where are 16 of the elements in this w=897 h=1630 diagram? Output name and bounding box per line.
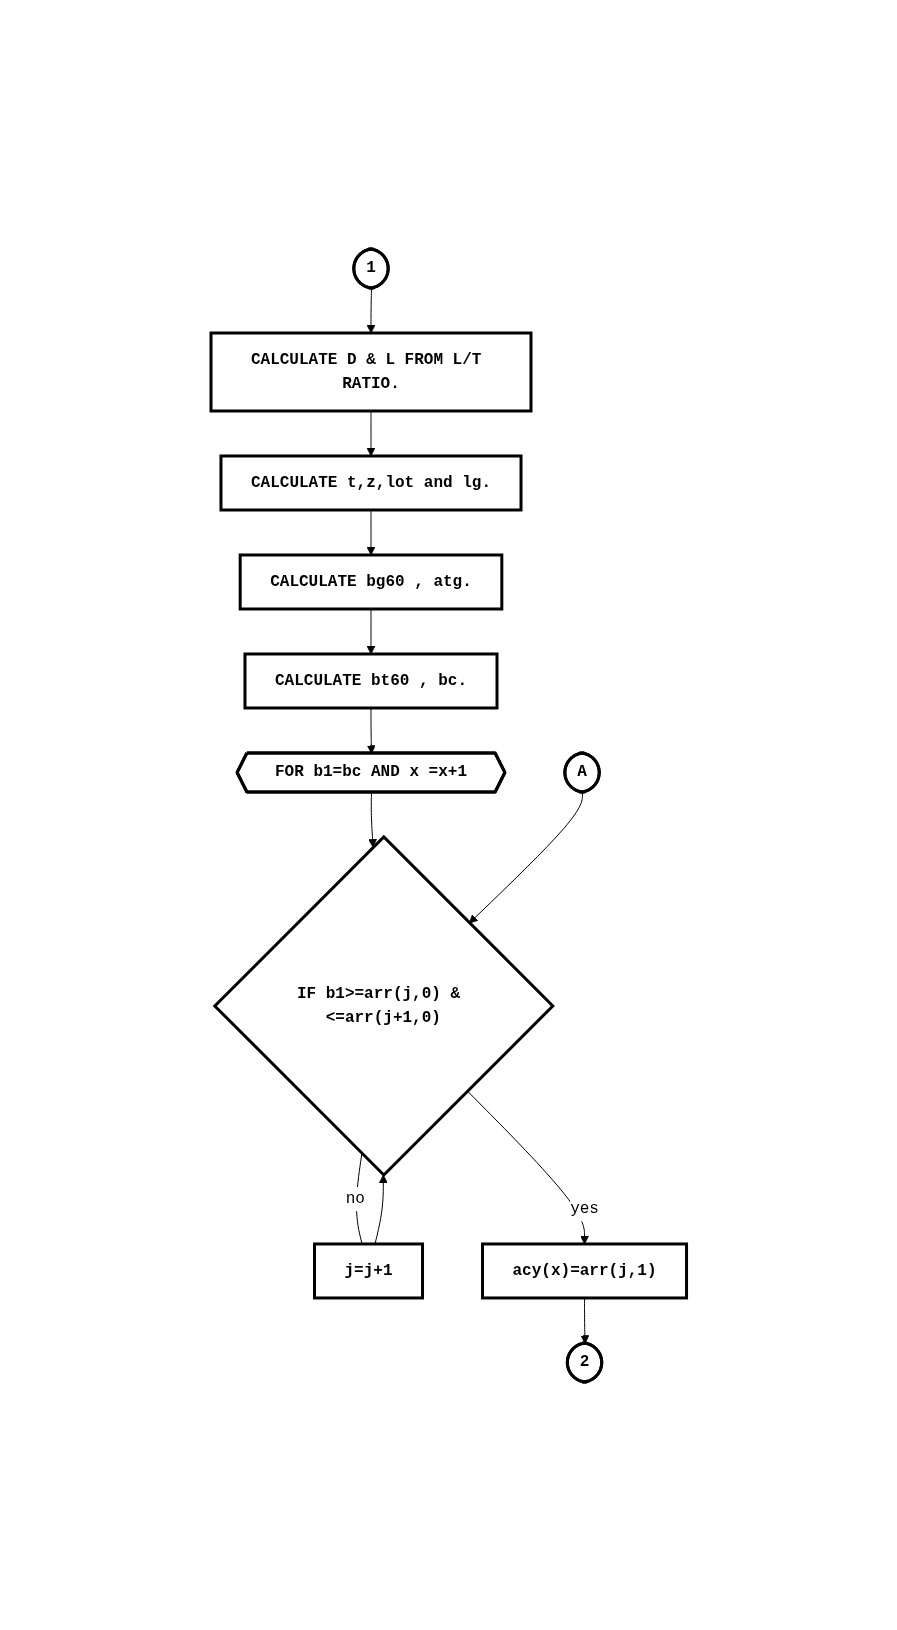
edge-label: yes xyxy=(569,1199,599,1218)
arrow xyxy=(366,287,376,333)
node-box: acy(x)=arr(j,1) xyxy=(480,1242,688,1299)
arrow xyxy=(366,608,376,654)
node-box: CALCULATE D & L FROM L/T RATIO. xyxy=(209,331,533,412)
arrow xyxy=(374,1174,388,1244)
arrow xyxy=(468,791,583,923)
node-box: j=j+1 xyxy=(312,1242,424,1299)
edge-label: no xyxy=(345,1189,365,1208)
arrow xyxy=(367,791,377,848)
node-box: CALCULATE bt60 , bc. xyxy=(243,652,499,709)
node-box: CALCULATE t,z,lot and lg. xyxy=(219,454,523,511)
arrow xyxy=(366,509,376,555)
arrow xyxy=(366,410,376,456)
node-box: CALCULATE bg60 , atg. xyxy=(238,553,504,610)
node-diamond: IF b1>=arr(j,0) & <=arr(j+1,0) xyxy=(212,834,555,1177)
